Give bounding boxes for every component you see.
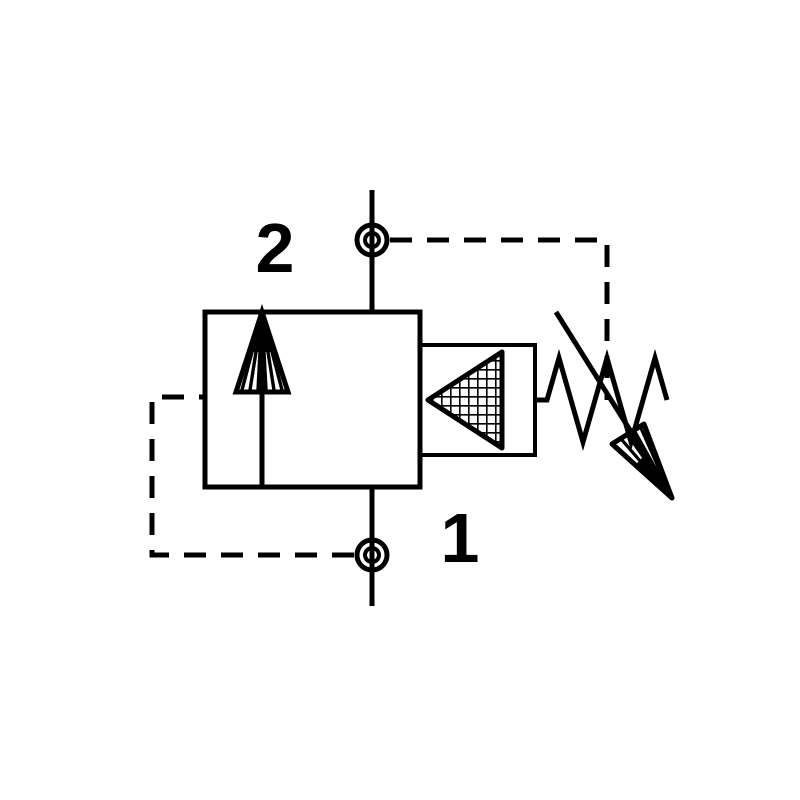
adjustment-arrow-diagonal bbox=[553, 310, 675, 501]
flow-arrow-up bbox=[232, 303, 292, 487]
port-marker-2 bbox=[354, 222, 390, 258]
port-label-2: 2 bbox=[256, 209, 295, 287]
port-label-1: 1 bbox=[441, 499, 480, 577]
pilot-line-lower-dashed bbox=[149, 394, 354, 558]
adjustable-spring bbox=[535, 348, 670, 452]
port-marker-1 bbox=[354, 537, 390, 573]
valve-body-box bbox=[202, 309, 423, 490]
